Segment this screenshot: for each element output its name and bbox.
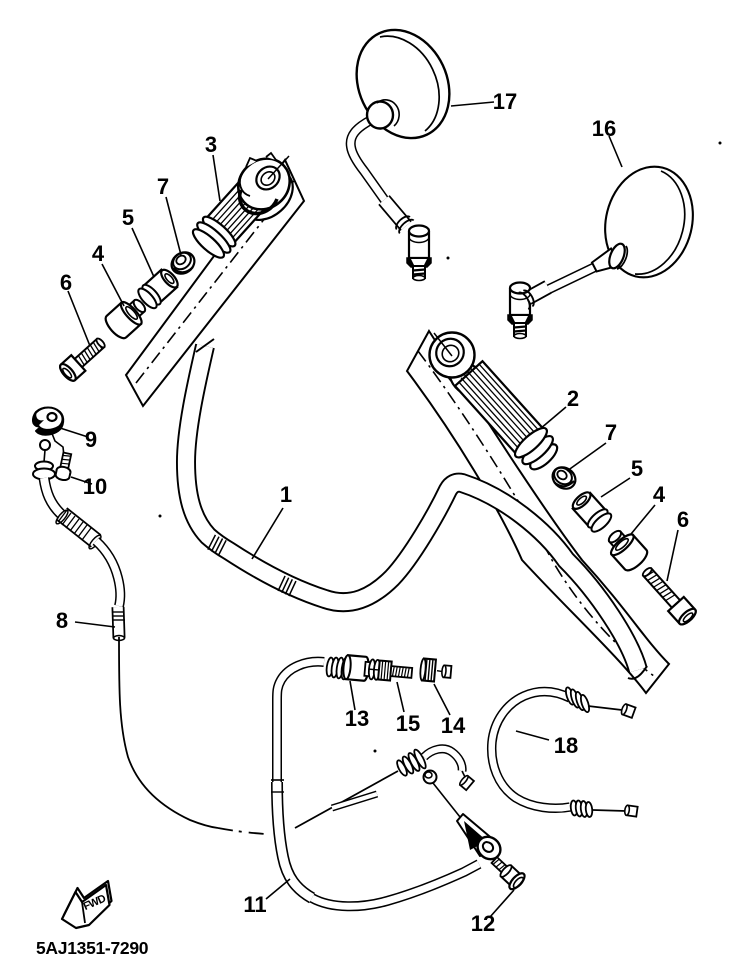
svg-text:6: 6 [677, 507, 689, 532]
svg-text:9: 9 [85, 427, 97, 452]
svg-text:10: 10 [83, 474, 107, 499]
svg-text:15: 15 [396, 711, 420, 736]
svg-text:6: 6 [60, 270, 72, 295]
svg-text:17: 17 [493, 89, 517, 114]
svg-text:14: 14 [441, 713, 466, 738]
svg-text:5: 5 [122, 205, 134, 230]
svg-text:5: 5 [631, 456, 643, 481]
svg-text:3: 3 [205, 132, 217, 157]
svg-text:18: 18 [554, 733, 578, 758]
svg-text:12: 12 [471, 911, 495, 936]
svg-text:2: 2 [567, 386, 579, 411]
svg-text:1: 1 [280, 482, 292, 507]
svg-text:11: 11 [243, 892, 266, 917]
svg-text:16: 16 [592, 116, 616, 141]
svg-text:5AJ1351-7290: 5AJ1351-7290 [36, 938, 149, 958]
svg-text:13: 13 [345, 706, 369, 731]
svg-text:7: 7 [605, 420, 617, 445]
svg-text:4: 4 [92, 241, 105, 266]
svg-text:4: 4 [653, 482, 666, 507]
svg-text:7: 7 [157, 174, 169, 199]
svg-text:8: 8 [56, 608, 68, 633]
